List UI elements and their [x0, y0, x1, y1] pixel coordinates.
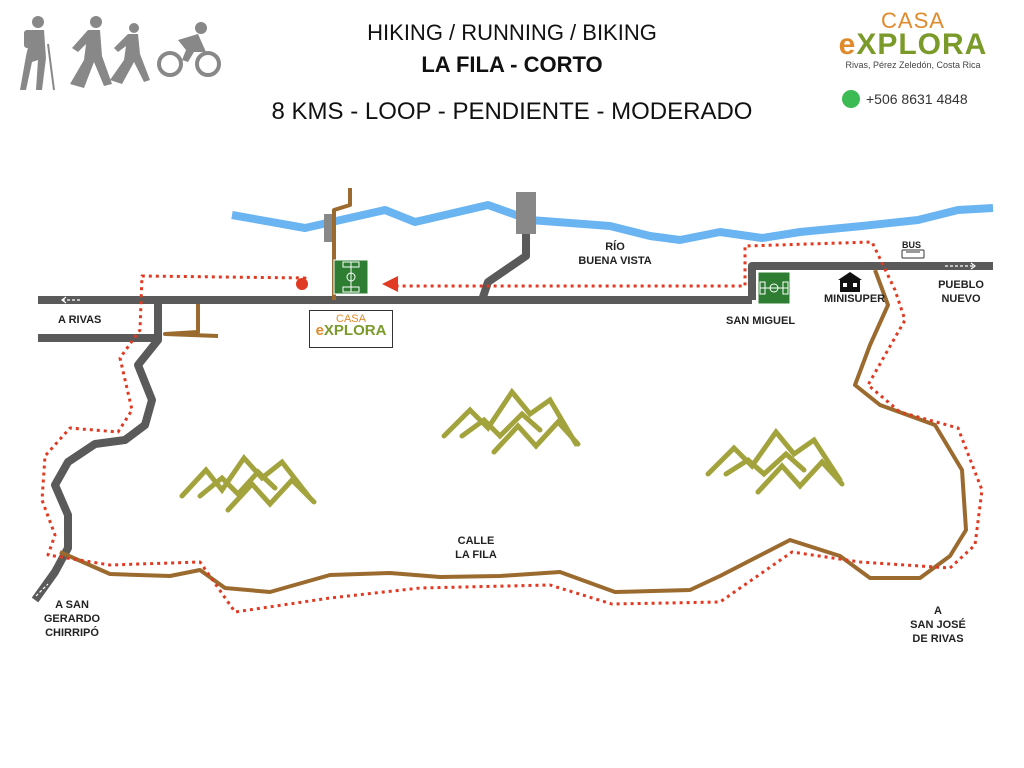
- label-a-san-jose-de-rivas: A SAN JOSÉ DE RIVAS: [910, 605, 966, 645]
- label-a-rivas: A RIVAS: [58, 314, 102, 326]
- whatsapp-icon: [842, 90, 860, 108]
- house-icon: [838, 272, 862, 292]
- roads: [31, 234, 993, 603]
- casa-explora-map-marker: CASA eXPLORA: [309, 310, 393, 348]
- label-pueblo-nuevo: PUEBLO NUEVO: [938, 279, 984, 305]
- label-bus: BUS: [902, 240, 922, 250]
- mountain-icon: [179, 453, 317, 513]
- label-rio: RÍO BUENA VISTA: [578, 241, 652, 267]
- bridge: [516, 192, 536, 234]
- soccer-field-icon: [333, 259, 369, 295]
- bridge: [324, 214, 334, 242]
- route-dotted: [40, 240, 984, 614]
- logo-explora: eXPLORA: [838, 28, 988, 61]
- label-calle-la-fila: CALLE LA FILA: [455, 535, 497, 561]
- label-a-san-gerardo: A SAN GERARDO CHIRRIPÓ: [43, 599, 101, 639]
- label-san-miguel: SAN MIGUEL: [726, 315, 796, 327]
- phone-number: +506 8631 4848: [866, 91, 968, 107]
- label-minisuper: MINISUPER: [824, 293, 886, 305]
- female-runner-icon: [110, 23, 150, 84]
- mountain-icon: [441, 387, 581, 455]
- river: [231, 201, 994, 244]
- route-start-dot: [296, 278, 308, 290]
- route-direction-arrow: [382, 276, 398, 292]
- route-title: LA FILA - CORTO: [421, 52, 603, 77]
- runner-icon: [70, 16, 112, 88]
- hiker-icon: [20, 16, 55, 91]
- logo-tagline: Rivas, Pérez Zeledón, Costa Rica: [845, 60, 981, 70]
- bus-icon: [901, 249, 925, 259]
- cyclist-icon: [157, 22, 221, 77]
- phone-contact[interactable]: +506 8631 4848: [842, 90, 968, 108]
- casa-explora-logo: CASA eXPLORA Rivas, Pérez Zeledón, Costa…: [838, 8, 988, 70]
- soccer-field-icon: [757, 271, 791, 305]
- logo-casa: CASA: [881, 8, 945, 33]
- activities-title: HIKING / RUNNING / BIKING: [367, 20, 657, 45]
- mountain-icon: [705, 427, 845, 495]
- road-arrows: [35, 262, 976, 597]
- logo-small-explora: eXPLORA: [315, 322, 387, 339]
- logo-small-casa: CASA: [336, 313, 366, 325]
- route-summary: 8 KMS - LOOP - PENDIENTE - MODERADO: [271, 98, 753, 125]
